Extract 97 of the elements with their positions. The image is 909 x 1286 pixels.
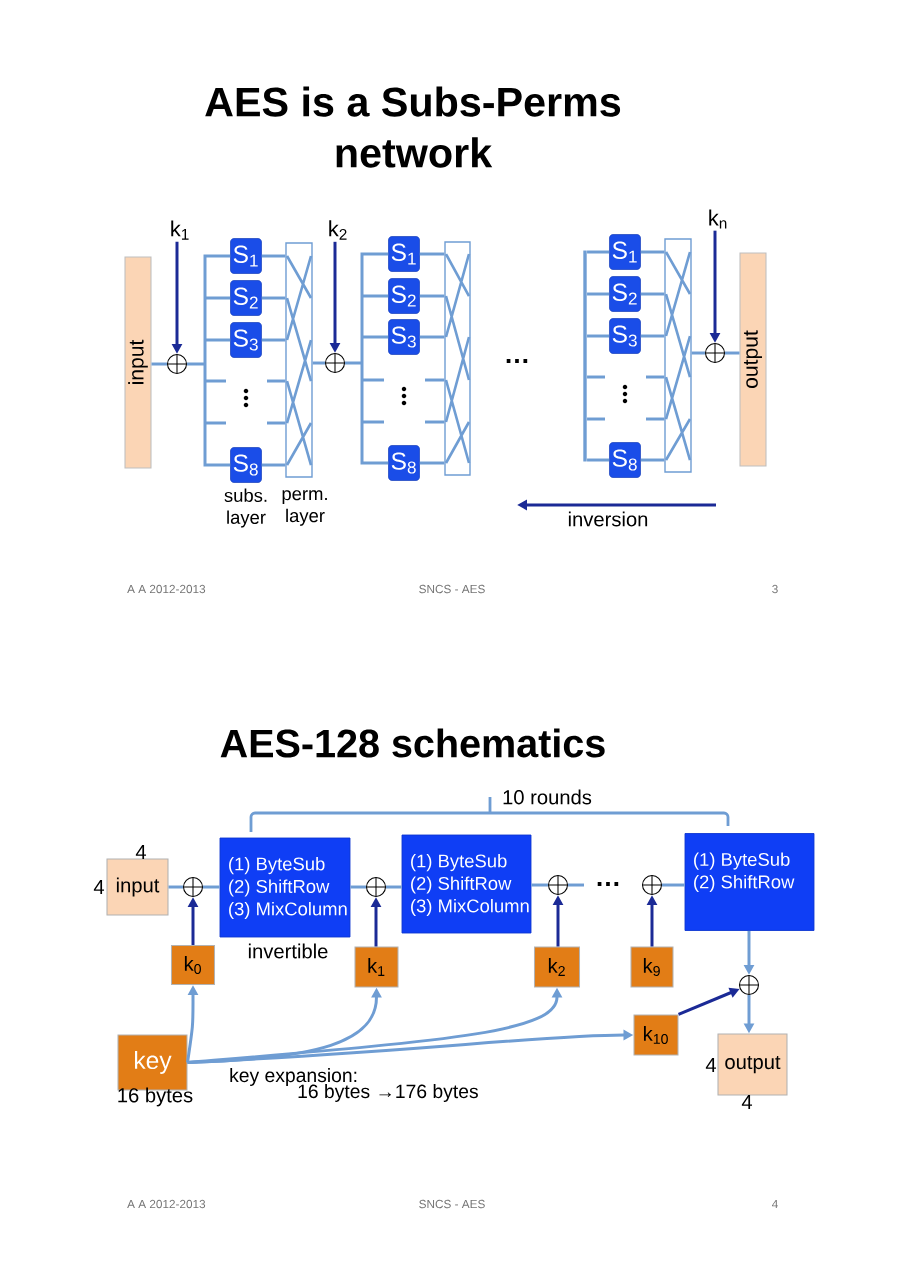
connector: [261, 296, 286, 300]
connector: [312, 361, 325, 365]
s-box: S$_{2}$: [388, 278, 420, 314]
connector: [691, 351, 705, 355]
round-key-box: k$_{9}$: [630, 946, 674, 988]
connector: [261, 254, 286, 258]
note-text: invertible: [248, 943, 328, 959]
key-label: k$_{n}$: [709, 209, 727, 229]
s-box: S$_{2}$: [609, 276, 641, 312]
xor-symbol: [738, 975, 760, 996]
slide-title: AES-128 schematics: [220, 728, 605, 758]
key-label: k$_{2}$: [329, 220, 347, 240]
state-box: input: [106, 858, 169, 916]
connector: [587, 292, 610, 296]
footer-text: SNCS - AES: [419, 584, 485, 594]
ellipsis: …: [506, 359, 528, 363]
s-box: S$_{1}$: [609, 234, 641, 270]
page-number: 3: [772, 584, 778, 594]
xor-symbol: [704, 343, 725, 364]
dimension-label: 4: [741, 1095, 752, 1109]
connector: [531, 883, 548, 887]
connector: [425, 420, 445, 424]
note-text: 16 bytes →176 bytes: [298, 1084, 478, 1102]
connector: [646, 417, 665, 421]
connector: [725, 351, 740, 355]
round-box: (1) ByteSub (2) ShiftRow (3) MixColumn: [219, 837, 351, 938]
connector: [419, 294, 445, 298]
s-box: S$_{2}$: [230, 280, 262, 316]
connector: [568, 883, 585, 887]
round-key-box: k$_{2}$: [533, 946, 580, 988]
bracket-label: 10 rounds: [503, 789, 592, 805]
connector: [261, 338, 286, 342]
s-box: S$_{3}$: [230, 322, 262, 358]
ellipsis: …: [597, 882, 619, 886]
connector: [350, 885, 366, 889]
xor-symbol: [547, 875, 569, 896]
connector: [587, 375, 605, 379]
connector: [203, 885, 220, 889]
bus-bar: [583, 250, 587, 462]
round-box: (1) ByteSub (2) ShiftRow (3) MixColumn: [401, 834, 532, 934]
input-bar: input: [124, 256, 152, 469]
connector: [425, 378, 445, 382]
permutation-box: [664, 238, 692, 473]
permutation-box: [444, 241, 471, 476]
round-key-box: k$_{1}$: [354, 946, 399, 988]
permutation-box: [285, 242, 313, 478]
round-box: (1) ByteSub (2) ShiftRow: [684, 833, 815, 931]
connector: [419, 252, 445, 256]
connector: [587, 334, 610, 338]
connector: [640, 250, 665, 254]
layer-label: perm. layer: [282, 490, 327, 526]
dimension-label: 4: [93, 880, 104, 894]
connector: [261, 463, 286, 467]
s-box: S$_{8}$: [388, 445, 420, 481]
page-number: 4: [772, 1199, 778, 1209]
xor-symbol: [324, 353, 346, 374]
key-label: k$_{1}$: [171, 220, 189, 240]
bus-line: [185, 254, 232, 467]
connector: [419, 335, 445, 339]
s-box: S$_{3}$: [609, 318, 641, 354]
footer-text: A A 2012-2013: [127, 584, 206, 594]
connector: [662, 883, 685, 887]
footer-text: SNCS - AES: [419, 1199, 485, 1209]
connector: [587, 250, 610, 254]
xor-symbol: [365, 877, 387, 898]
xor-symbol: [182, 877, 204, 898]
connector: [419, 461, 445, 465]
connector: [640, 292, 665, 296]
round-key-box: k$_{0}$: [170, 945, 215, 986]
connector: [646, 375, 665, 379]
footer-text: A A 2012-2013: [127, 1199, 206, 1209]
s-box: S$_{1}$: [230, 238, 262, 274]
connector: [640, 334, 665, 338]
connector: [267, 421, 286, 425]
connector: [151, 362, 167, 366]
xor-symbol: [166, 354, 188, 375]
connector: [386, 885, 402, 889]
note-text: key expansion:: [230, 1068, 357, 1086]
round-key-box: k$_{10}$: [633, 1014, 679, 1056]
arrow-label: inversion: [568, 511, 648, 527]
connector: [587, 458, 610, 462]
connector: [587, 417, 605, 421]
slide-title: AES is a Subs-Perms network: [205, 86, 621, 168]
s-box: S$_{8}$: [609, 442, 641, 478]
s-box: S$_{3}$: [388, 319, 420, 355]
connector: [168, 885, 183, 889]
dimension-label: 4: [705, 1058, 716, 1072]
s-box: S$_{8}$: [230, 447, 262, 483]
xor-symbol: [641, 875, 663, 896]
connector: [640, 458, 665, 462]
s-box: S$_{1}$: [388, 236, 420, 272]
dimension-label: 4: [135, 845, 146, 859]
bus-line: [343, 252, 390, 465]
layer-label: subs. layer: [224, 488, 267, 528]
state-box: output: [717, 1033, 788, 1096]
output-bar: output: [739, 252, 767, 467]
connector: [267, 379, 286, 383]
